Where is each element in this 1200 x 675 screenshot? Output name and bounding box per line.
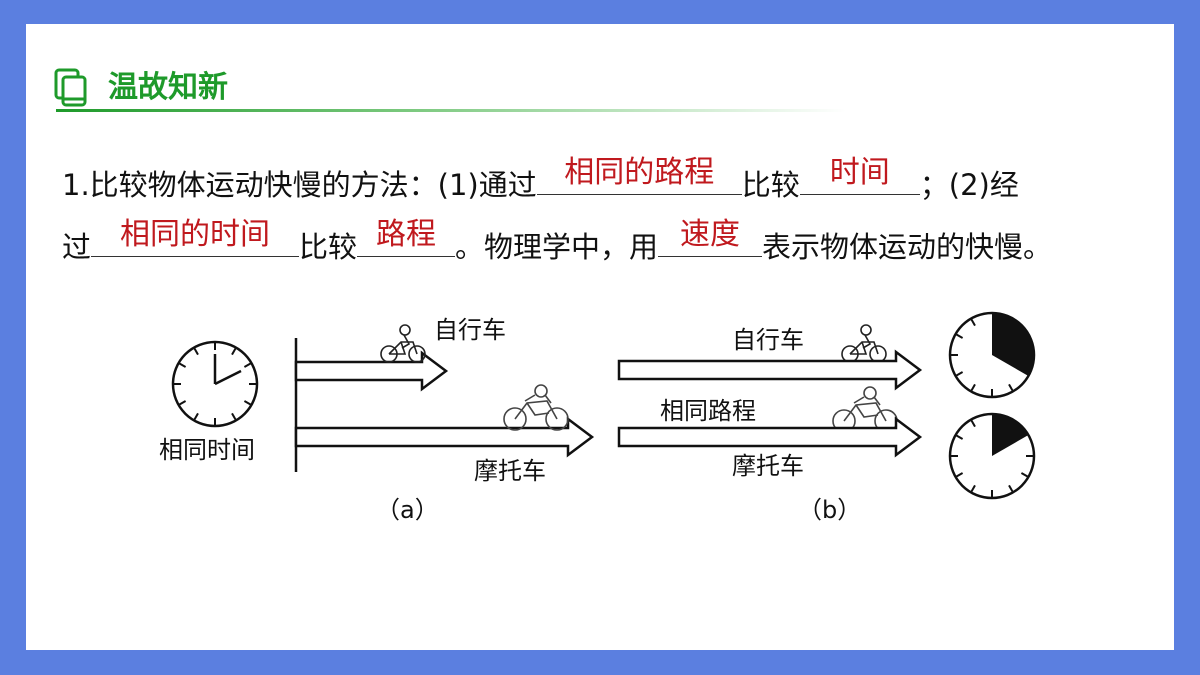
same-time-label: 相同时间 bbox=[159, 436, 255, 464]
motion-comparison-diagram: 相同时间 自行车 摩托车 （a） 自行车 相同路程 bbox=[159, 311, 1036, 524]
motorcycle-arrow-a bbox=[294, 416, 595, 458]
blank-1: 相同的路程 bbox=[536, 156, 742, 195]
document-copy-icon bbox=[54, 68, 87, 107]
caption-b: （b） bbox=[798, 496, 861, 524]
question-line-2: 过相同的时间比较路程。物理学中，用速度表示物体运动的快慢。 bbox=[62, 218, 1053, 269]
bicycle-icon bbox=[380, 324, 426, 363]
clock-icon bbox=[171, 340, 259, 428]
question-text: 过 bbox=[62, 230, 92, 264]
blank-2: 时间 bbox=[799, 156, 920, 195]
motorcycle-label-a: 摩托车 bbox=[474, 457, 546, 485]
same-distance-label: 相同路程 bbox=[660, 397, 756, 425]
blank-4: 路程 bbox=[357, 218, 456, 257]
motorcycle-icon bbox=[503, 384, 569, 431]
bicycle-icon bbox=[841, 324, 887, 363]
blank-1-answer: 相同的路程 bbox=[564, 155, 715, 190]
slide-card: 温故知新 1.比较物体运动快慢的方法：(1)通过相同的路程比较时间；(2)经 过… bbox=[26, 24, 1174, 650]
bicycle-label-b: 自行车 bbox=[732, 326, 804, 354]
question-text: 。物理学中，用 bbox=[455, 230, 659, 264]
question-text: 比较 bbox=[299, 230, 358, 264]
blank-5: 速度 bbox=[658, 218, 763, 257]
question-text: 比较 bbox=[741, 168, 800, 202]
bicycle-label-a: 自行车 bbox=[434, 316, 506, 344]
question-line-1: 1.比较物体运动快慢的方法：(1)通过相同的路程比较时间 ；(2)经 bbox=[62, 156, 1019, 207]
motorcycle-label-b: 摩托车 bbox=[732, 452, 804, 480]
blank-3: 相同的时间 bbox=[91, 218, 300, 257]
caption-a: （a） bbox=[376, 496, 439, 524]
blank-4-answer: 路程 bbox=[376, 217, 437, 252]
header-divider bbox=[56, 109, 846, 112]
section-title: 温故知新 bbox=[108, 70, 228, 105]
bicycle-arrow-b bbox=[617, 349, 923, 391]
blank-2-answer: 时间 bbox=[829, 155, 890, 190]
motorcycle-icon bbox=[832, 386, 898, 433]
question-text: 表示物体运动的快慢。 bbox=[762, 230, 1053, 264]
blank-5-answer: 速度 bbox=[680, 217, 741, 252]
question-intro: 1.比较物体运动快慢的方法：(1)通过 bbox=[62, 168, 537, 202]
blank-3-answer: 相同的时间 bbox=[120, 217, 271, 252]
motorcycle-arrow-b bbox=[617, 416, 923, 458]
question-text: ；(2)经 bbox=[919, 168, 1019, 202]
stopwatch-short-icon bbox=[948, 412, 1036, 500]
stopwatch-long-icon bbox=[948, 311, 1036, 399]
